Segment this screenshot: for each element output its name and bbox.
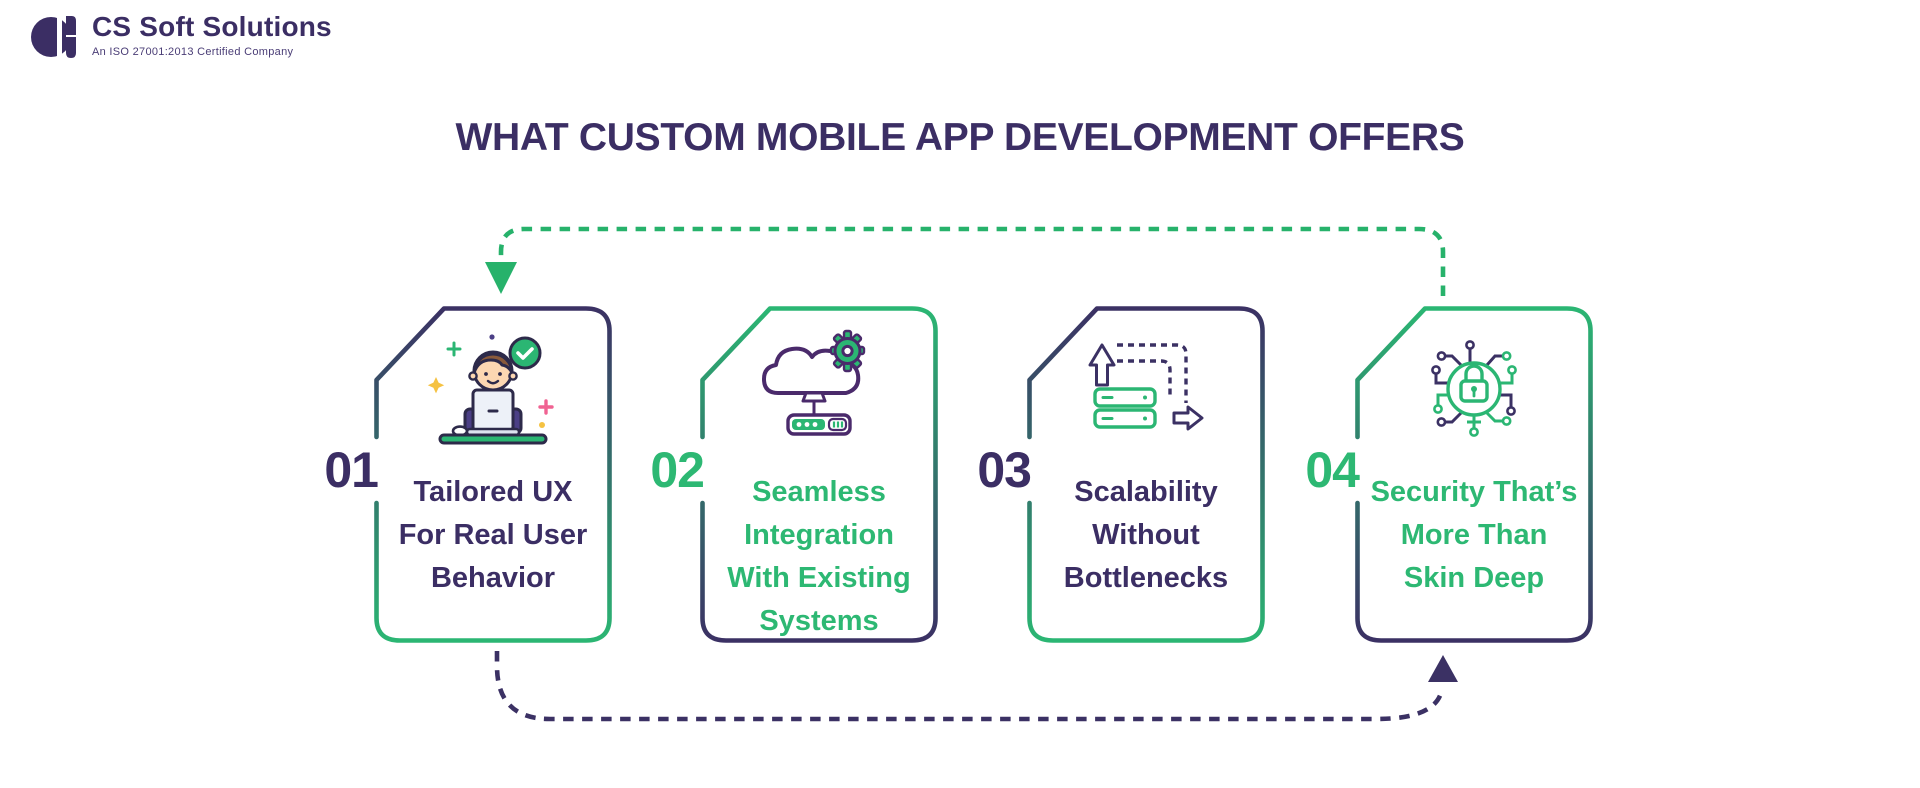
servers-scale-arrows-icon bbox=[1088, 343, 1204, 431]
card-2-border bbox=[700, 306, 938, 643]
card-2-label: Seamless Integration With Existing Syste… bbox=[727, 476, 911, 637]
company-logo: CS Soft Solutions An ISO 27001:2013 Cert… bbox=[30, 10, 332, 64]
card-4-border bbox=[1355, 306, 1593, 643]
circuit-lock-icon bbox=[1431, 340, 1517, 437]
card-3-label: Scalability Without Bottlenecks bbox=[1063, 476, 1229, 594]
gear-glyph bbox=[829, 329, 866, 373]
card-1-border bbox=[374, 306, 612, 643]
top-connector-arrow bbox=[485, 226, 1446, 296]
company-name: CS Soft Solutions bbox=[92, 11, 332, 42]
card-3-border bbox=[1027, 306, 1265, 643]
page-title: WHAT CUSTOM MOBILE APP DEVELOPMENT OFFER… bbox=[455, 116, 1465, 159]
card-4-label: Security That’s More Than Skin Deep bbox=[1370, 476, 1578, 594]
cs-logo-icon bbox=[31, 14, 76, 60]
offer-card-2: 02 Seamless Integration With Existing Sy… bbox=[650, 306, 938, 643]
cloud-gear-server-icon bbox=[762, 329, 866, 436]
bottom-connector-arrow bbox=[494, 651, 1458, 722]
card-1-number: 01 bbox=[324, 442, 379, 498]
person-laptop-check-icon bbox=[427, 334, 554, 445]
offer-card-3: 03 Scalability Without Bottlenecks bbox=[977, 306, 1265, 643]
card-1-label: Tailored UX For Real User Behavior bbox=[398, 476, 588, 594]
offer-card-4: 04 Security That’s More Than Skin Deep bbox=[1305, 306, 1593, 643]
offer-card-1: 01 Tailored UX For Real User Behavior bbox=[324, 306, 612, 643]
company-tagline: An ISO 27001:2013 Certified Company bbox=[92, 46, 294, 58]
card-4-number: 04 bbox=[1305, 442, 1360, 498]
card-2-number: 02 bbox=[650, 442, 705, 498]
card-3-number: 03 bbox=[977, 442, 1032, 498]
